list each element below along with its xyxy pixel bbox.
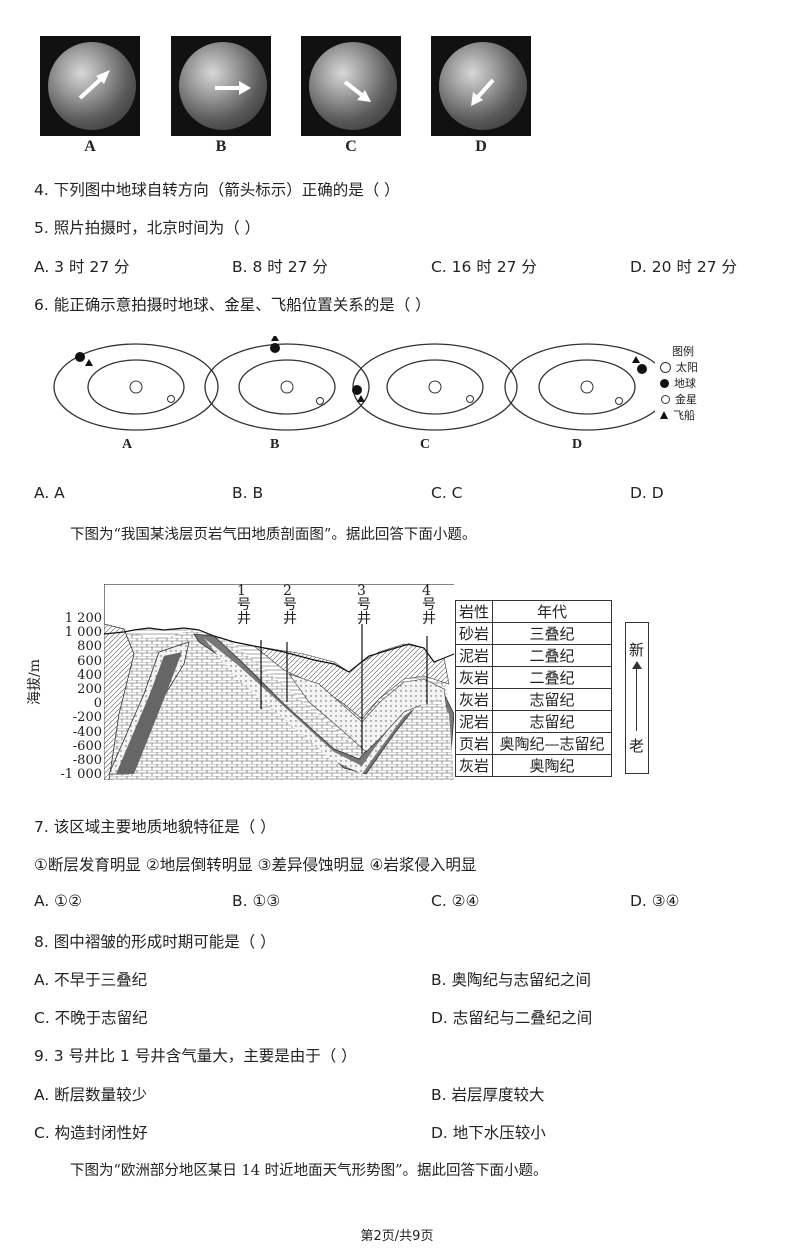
ytick: 0: [93, 696, 102, 712]
intro-weather: 下图为“欧洲部分地区某日 14 时近地面天气形势图”。据此回答下面小题。: [70, 1163, 548, 1179]
ytick: 400: [77, 667, 102, 683]
section-yticks: 1 200 1 000 800 600 400 200 0 -200 -400 …: [54, 611, 102, 783]
ytick: -600: [72, 738, 102, 754]
q8-option-a[interactable]: A. 不早于三叠纪: [34, 971, 148, 989]
intro-geology: 下图为“我国某浅层页岩气田地质剖面图”。据此回答下面小题。: [70, 527, 477, 543]
rock-type: 页岩: [454, 732, 494, 755]
q5-option-b[interactable]: B. 8 时 27 分: [232, 258, 328, 276]
legend-title: 图例: [672, 345, 694, 358]
q6-option-b[interactable]: B. B: [232, 484, 264, 502]
sun-icon: [660, 361, 671, 373]
q6-option-d[interactable]: D. D: [630, 484, 664, 502]
up-arrow-icon: [636, 665, 637, 731]
rock-age: 奥陶纪—志留纪: [492, 732, 613, 755]
rock-age: 志留纪: [492, 710, 613, 733]
q5-option-c[interactable]: C. 16 时 27 分: [431, 258, 537, 276]
rock-age: 三叠纪: [492, 622, 613, 645]
earth-photo-a: [40, 36, 140, 136]
well-label-4: 4 号 井: [422, 583, 436, 627]
well-label-1: 1 号 井: [237, 583, 251, 627]
ytick: 1 000: [64, 625, 102, 641]
question-7: 7. 该区域主要地质地貌特征是（ ）: [34, 818, 276, 836]
question-8: 8. 图中褶皱的形成时期可能是（ ）: [34, 933, 276, 951]
q5-option-d[interactable]: D. 20 时 27 分: [630, 258, 738, 276]
orbit-label-d: D: [572, 437, 583, 452]
rock-type: 砂岩: [454, 622, 494, 645]
legend-earth: 地球: [674, 377, 696, 390]
rock-type: 泥岩: [454, 644, 494, 667]
q8-option-b[interactable]: B. 奥陶纪与志留纪之间: [431, 971, 591, 989]
earth-label-c: C: [345, 138, 357, 155]
rock-age: 志留纪: [492, 688, 613, 711]
rock-age: 奥陶纪: [492, 754, 613, 777]
ytick: -400: [72, 724, 102, 740]
q8-option-c[interactable]: C. 不晚于志留纪: [34, 1009, 148, 1027]
question-6: 6. 能正确示意拍摄时地球、金星、飞船位置关系的是（ ）: [34, 296, 431, 314]
q8-option-d[interactable]: D. 志留纪与二叠纪之间: [431, 1009, 593, 1027]
q6-option-c[interactable]: C. C: [431, 484, 463, 502]
venus-icon: [661, 394, 670, 404]
q5-option-a[interactable]: A. 3 时 27 分: [34, 258, 130, 276]
orbit-d: [504, 343, 655, 431]
earth-photo-b: [171, 36, 271, 136]
question-4: 4. 下列图中地球自转方向（箭头标示）正确的是（ ）: [34, 181, 400, 199]
age-old-label: 老: [629, 737, 645, 755]
legend-sun: 太阳: [676, 361, 698, 374]
orbit-c: [352, 343, 518, 431]
spaceship-icon: [660, 411, 668, 419]
legend-venus: 金星: [675, 393, 697, 406]
rock-age: 二叠纪: [492, 644, 613, 667]
ytick: 1 200: [64, 611, 102, 626]
q7-option-d[interactable]: D. ③④: [630, 892, 680, 910]
rock-type: 泥岩: [454, 710, 494, 733]
earth-label-a: A: [84, 138, 96, 155]
q9-option-c[interactable]: C. 构造封闭性好: [34, 1124, 148, 1142]
well-label-2: 2 号 井: [283, 583, 297, 627]
question-5: 5. 照片拍摄时，北京时间为（ ）: [34, 219, 261, 237]
q9-option-b[interactable]: B. 岩层厚度较大: [431, 1086, 545, 1104]
rock-type: 灰岩: [454, 754, 494, 777]
q7-option-c[interactable]: C. ②④: [431, 892, 480, 910]
orbit-diagrams: [53, 336, 655, 431]
q6-option-a[interactable]: A. A: [34, 484, 65, 502]
orbit-label-b: B: [270, 437, 280, 452]
header-age: 年代: [492, 600, 613, 623]
q9-option-d[interactable]: D. 地下水压较小: [431, 1124, 546, 1142]
ytick: 600: [77, 653, 102, 669]
q7-option-b[interactable]: B. ①③: [232, 892, 281, 910]
orbit-b: [204, 336, 370, 431]
earth-photo-d: [431, 36, 531, 136]
orbit-a: [53, 343, 219, 431]
earth-icon: [660, 378, 669, 388]
orbit-label-a: A: [122, 437, 133, 452]
rock-type: 灰岩: [454, 666, 494, 689]
strata-legend: 岩性年代 砂岩三叠纪 泥岩二叠纪 灰岩二叠纪 灰岩志留纪 泥岩志留纪 页岩奥陶纪…: [454, 600, 613, 777]
rock-age: 二叠纪: [492, 666, 613, 689]
orbit-label-c: C: [420, 437, 431, 452]
earth-label-d: D: [475, 138, 487, 155]
header-lithology: 岩性: [454, 600, 494, 623]
question-9: 9. 3 号井比 1 号井含气量大，主要是由于（ ）: [34, 1047, 357, 1065]
q7-option-a[interactable]: A. ①②: [34, 892, 82, 910]
ytick: -200: [72, 710, 102, 726]
ytick: 800: [77, 639, 102, 655]
ytick: 200: [77, 682, 102, 698]
ytick: -800: [72, 753, 102, 769]
page-footer: 第2页/共9页: [360, 1229, 434, 1244]
age-new-label: 新: [629, 641, 645, 659]
earth-photo-c: [301, 36, 401, 136]
q9-option-a[interactable]: A. 断层数量较少: [34, 1086, 148, 1104]
age-arrow: 新 老: [625, 622, 649, 774]
section-ylabel: 海拔/m: [27, 659, 43, 705]
orbit-legend: 图例 太阳 地球 金星 飞船: [660, 343, 698, 423]
legend-spaceship: 飞船: [673, 409, 695, 422]
earth-label-b: B: [215, 138, 227, 155]
q7-statements: ①断层发育明显 ②地层倒转明显 ③差异侵蚀明显 ④岩浆侵入明显: [34, 856, 477, 874]
rock-type: 灰岩: [454, 688, 494, 711]
ytick: -1 000: [60, 767, 102, 783]
well-label-3: 3 号 井: [357, 583, 371, 627]
